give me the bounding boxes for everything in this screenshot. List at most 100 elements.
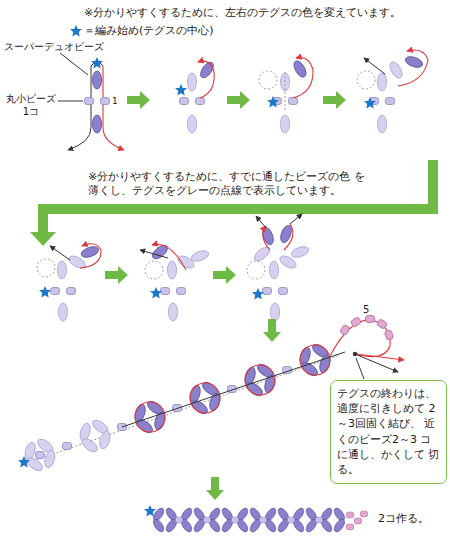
- bead-drawing: [386, 98, 395, 105]
- bead-drawing: [203, 517, 210, 523]
- bead-drawing: [404, 55, 424, 70]
- bead-drawing: [259, 71, 277, 89]
- bead-drawing: [168, 303, 177, 321]
- bead-drawing: [39, 286, 51, 298]
- bead-drawing: [92, 115, 101, 133]
- bead-drawing: [238, 358, 281, 401]
- bead-drawing: [270, 303, 279, 321]
- bead-drawing: [175, 517, 182, 523]
- bead-drawing: [68, 66, 91, 150]
- bead-drawing: [259, 517, 266, 523]
- step-6: [140, 243, 210, 321]
- bead-drawing: [290, 245, 310, 260]
- bead-drawing: [384, 330, 394, 341]
- bead-drawing: [213, 266, 236, 284]
- bead-drawing: [58, 101, 83, 102]
- bead-drawing: [190, 383, 220, 413]
- bead-drawing: [293, 58, 313, 99]
- bead-drawing: [63, 443, 72, 450]
- bead-drawing: [235, 506, 262, 533]
- step-2: [175, 60, 216, 133]
- bead-drawing: [73, 414, 116, 457]
- step-1: [58, 53, 124, 150]
- bead-drawing: [196, 98, 205, 105]
- bead-drawing: [37, 259, 55, 277]
- label-text: ※分かりやすくするために、左右のテグスの色を変えています。: [84, 6, 446, 20]
- flow-arrow: [30, 160, 438, 246]
- bead-drawing: [58, 303, 67, 321]
- bead-drawing: [187, 115, 196, 133]
- bead-drawing: [285, 70, 286, 110]
- bead-drawing: [85, 98, 94, 105]
- callout-text: テグスの終わりは、 適度に引きしめて 2～3回固く結び、 近くのビーズ2～3 コ…: [337, 386, 440, 477]
- label-text: 丸小ビーズ 1コ: [3, 92, 59, 118]
- bead-drawing: [346, 524, 353, 530]
- bead-drawing: [101, 98, 110, 105]
- bead-drawing: [315, 517, 322, 523]
- bead-drawing: [376, 319, 387, 330]
- start-star: [70, 25, 82, 37]
- bead-drawing: [135, 402, 165, 432]
- bead-drawing: [180, 98, 189, 105]
- bead-drawing: [280, 115, 289, 133]
- bead-drawing: [18, 456, 30, 468]
- bead-drawing: [50, 246, 70, 260]
- bead-drawing: [140, 250, 168, 258]
- bead-drawing: [151, 506, 178, 533]
- bead-drawing: [252, 288, 264, 300]
- label-text: スーパーデュオビーズ: [4, 40, 124, 53]
- bead-drawing: [291, 506, 318, 533]
- bead-drawing: [18, 433, 61, 476]
- bead-drawing: [364, 97, 376, 109]
- bead-drawing: [366, 316, 375, 323]
- bead-drawing: [80, 245, 100, 260]
- bead-drawing: [263, 288, 272, 295]
- bead-drawing: [179, 506, 206, 533]
- bead-drawing: [377, 73, 386, 91]
- bead-drawing: [356, 354, 404, 360]
- step-5: [37, 244, 101, 321]
- bead-drawing: [150, 243, 170, 262]
- bead-drawing: [263, 226, 270, 250]
- bead-drawing: [269, 261, 278, 279]
- bead-drawing: [177, 288, 186, 295]
- bead-drawing: [187, 73, 196, 91]
- bead-drawing: [293, 338, 336, 381]
- bead-drawing: [80, 244, 101, 268]
- bead-drawing: [128, 395, 171, 438]
- bead-drawing: [292, 59, 309, 79]
- bead-drawing: [319, 506, 346, 533]
- bead-drawing: [346, 512, 353, 518]
- bead-drawing: [103, 66, 124, 150]
- label-text: 2コ作る。: [378, 512, 448, 526]
- bead-drawing: [57, 261, 66, 279]
- bead-drawing: [287, 517, 294, 523]
- bead-drawing: [340, 324, 351, 335]
- bead-drawing: [353, 352, 357, 356]
- bead-drawing: [175, 84, 187, 96]
- bead-drawing: [51, 288, 60, 295]
- bead-drawing: [127, 91, 150, 109]
- label-text: ※分かりやすくするために、すでに通したビーズの色 を薄くし、テグスをグレーの点線…: [88, 170, 366, 199]
- bead-drawing: [377, 115, 386, 133]
- bead-drawing: [290, 214, 302, 224]
- callout-box: テグスの終わりは、 適度に引きしめて 2～3回固く結び、 近くのビーズ2～3 コ…: [330, 380, 447, 484]
- bead-drawing: [300, 345, 330, 375]
- bead-drawing: [245, 365, 275, 395]
- bead-drawing: [207, 506, 234, 533]
- bead-drawing: [356, 358, 364, 379]
- bead-drawing: [36, 452, 45, 459]
- bead-drawing: [354, 518, 361, 524]
- bead-drawing: [190, 249, 210, 264]
- bead-drawing: [150, 287, 162, 299]
- bead-drawing: [231, 517, 238, 523]
- bead-drawing: [252, 245, 272, 264]
- bead-drawing: [145, 261, 163, 279]
- callout-number: 1: [112, 96, 124, 108]
- bead-drawing: [364, 58, 385, 74]
- bead-drawing: [256, 216, 266, 228]
- bead-drawing: [398, 50, 428, 86]
- bead-drawing: [388, 60, 405, 80]
- bead-drawing: [60, 53, 88, 75]
